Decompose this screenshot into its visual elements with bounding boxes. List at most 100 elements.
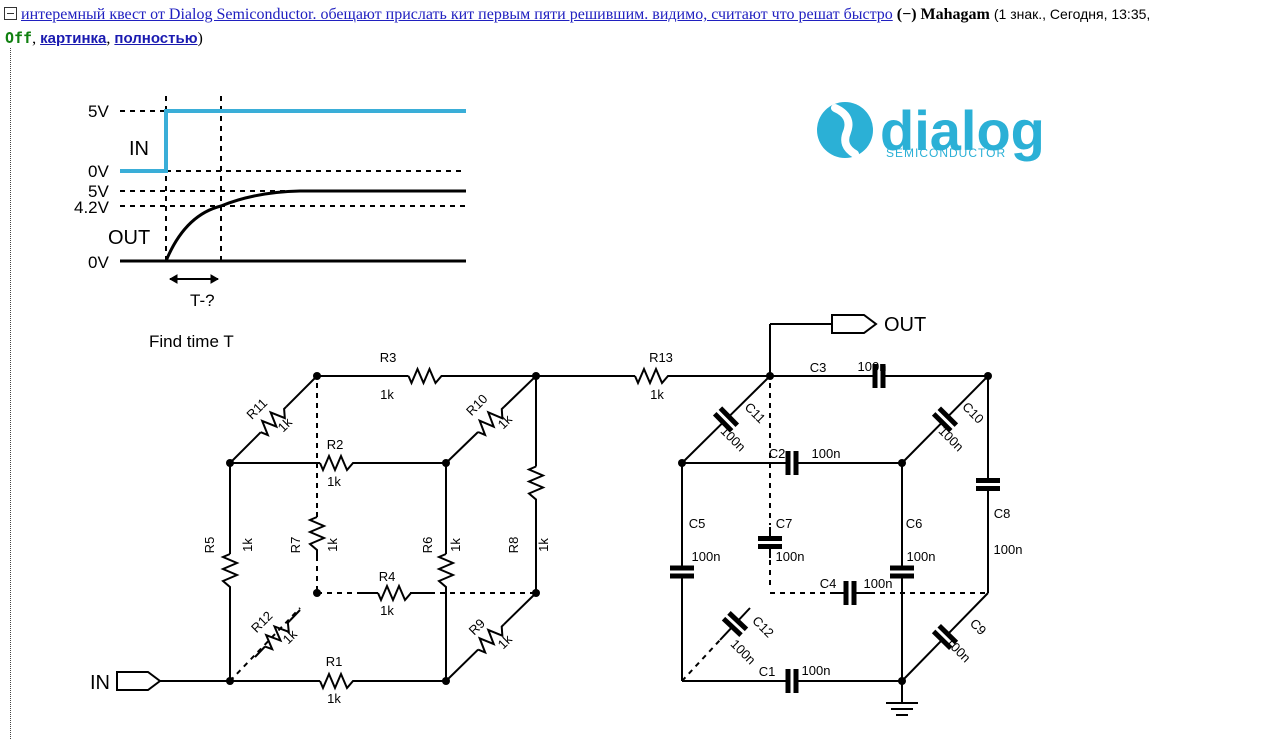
c9-label: C9 bbox=[967, 616, 989, 638]
c8-value: 100n bbox=[994, 542, 1023, 557]
c12-capacitor-plate-a bbox=[721, 616, 743, 637]
dialog-logo: dialog SEMICONDUCTOR bbox=[817, 99, 1045, 162]
timing-labels: 5V IN 0V 5V 4.2V OUT 0V T-? Find time T bbox=[74, 102, 234, 351]
c1-label: C1 bbox=[759, 664, 776, 679]
r13-label: R13 bbox=[649, 350, 673, 365]
junction-dot bbox=[442, 677, 450, 685]
c5-label: C5 bbox=[689, 516, 706, 531]
caption: Find time T bbox=[149, 332, 234, 351]
r7-value: 1k bbox=[325, 538, 340, 552]
post-meta: (1 знак., Сегодня, 13:35, bbox=[993, 6, 1151, 22]
r5-label: R5 bbox=[202, 537, 217, 554]
r1-value: 1k bbox=[327, 691, 341, 706]
c10-capacitor-plate-b bbox=[937, 406, 959, 427]
close-paren: ) bbox=[197, 30, 203, 47]
r2-resistor bbox=[319, 453, 356, 473]
r10-label: R10 bbox=[463, 391, 490, 418]
r2-label: R2 bbox=[327, 437, 344, 452]
r11-resistor bbox=[260, 406, 287, 437]
circuit-figure: dialog SEMICONDUCTOR 5V IN 0V 5V 4.2V OU… bbox=[74, 96, 1045, 716]
in-signal bbox=[120, 109, 466, 173]
junction-dot bbox=[313, 372, 321, 380]
wire bbox=[947, 375, 989, 418]
c12-value: 100n bbox=[728, 636, 759, 667]
picture-link[interactable]: картинка bbox=[40, 30, 107, 47]
in-port-label: IN bbox=[90, 672, 110, 694]
r9-label: R9 bbox=[466, 616, 488, 638]
r4-resistor bbox=[377, 583, 414, 603]
c4-value: 100n bbox=[864, 576, 893, 591]
author-name[interactable]: Mahagam bbox=[920, 6, 990, 23]
c9-capacitor-plate-a bbox=[931, 629, 953, 651]
r10-value: 1k bbox=[495, 411, 516, 432]
r8-value: 1k bbox=[536, 538, 551, 552]
label-out: OUT bbox=[108, 227, 150, 249]
collapse-icon[interactable] bbox=[4, 7, 17, 20]
r13-resistor bbox=[634, 366, 671, 386]
c1-value: 100n bbox=[802, 663, 831, 678]
post-header: интеремный квест от Dialog Semiconductor… bbox=[0, 0, 1280, 48]
c11-value: 100n bbox=[718, 423, 749, 454]
c8-label: C8 bbox=[994, 506, 1011, 521]
wire bbox=[728, 375, 771, 418]
r12-resistor bbox=[264, 619, 291, 651]
c4-label: C4 bbox=[820, 576, 837, 591]
r5-resistor bbox=[220, 553, 240, 590]
r11-label: R11 bbox=[243, 395, 270, 422]
dashed-wire bbox=[681, 639, 721, 682]
r1-resistor bbox=[319, 671, 356, 691]
components bbox=[116, 314, 1000, 716]
label-0v-out: 0V bbox=[88, 253, 109, 272]
off-badge: Off bbox=[5, 29, 33, 47]
junction-dot bbox=[766, 372, 774, 380]
wire bbox=[737, 607, 751, 622]
c2-value: 100n bbox=[812, 446, 841, 461]
t-arrowheads bbox=[168, 274, 220, 284]
r3-label: R3 bbox=[380, 350, 397, 365]
label-0v-in: 0V bbox=[88, 162, 109, 181]
c12-capacitor-plate-b bbox=[727, 611, 749, 632]
full-link[interactable]: полностью bbox=[114, 30, 198, 47]
post-title-link[interactable]: интеремный квест от Dialog Semiconductor… bbox=[21, 6, 893, 23]
c10-capacitor-plate-a bbox=[931, 412, 953, 433]
r8-resistor bbox=[526, 465, 546, 503]
r6-resistor bbox=[436, 553, 456, 590]
c11-capacitor-plate-b bbox=[718, 406, 740, 427]
r1-label: R1 bbox=[326, 654, 343, 669]
junction-dot bbox=[532, 372, 540, 380]
minus-label: (−) bbox=[896, 6, 917, 23]
c10-label: C10 bbox=[959, 399, 986, 426]
junction-dot bbox=[898, 677, 906, 685]
wire bbox=[445, 431, 479, 464]
c3-value: 100n bbox=[858, 359, 887, 374]
junction-dot bbox=[226, 677, 234, 685]
wire bbox=[289, 609, 301, 622]
post-image[interactable]: dialog SEMICONDUCTOR 5V IN 0V 5V 4.2V OU… bbox=[22, 56, 1072, 736]
post-header-line1: интеремный квест от Dialog Semiconductor… bbox=[4, 6, 1150, 24]
r13-value: 1k bbox=[650, 387, 664, 402]
wire bbox=[285, 375, 318, 408]
c6-value: 100n bbox=[907, 549, 936, 564]
timing-diagram bbox=[120, 96, 466, 284]
wire bbox=[719, 626, 733, 641]
out-port-icon bbox=[831, 314, 878, 334]
label-t: T-? bbox=[190, 291, 215, 310]
wire bbox=[901, 639, 943, 682]
junction-dot bbox=[678, 459, 686, 467]
r10-resistor bbox=[477, 406, 505, 437]
r6-value: 1k bbox=[448, 538, 463, 552]
c10-value: 100n bbox=[936, 423, 967, 454]
thread-tree-line bbox=[10, 48, 11, 739]
c5-value: 100n bbox=[692, 549, 721, 564]
c7-label: C7 bbox=[776, 516, 793, 531]
post-header-line2: Off, картинка, полностью) bbox=[5, 29, 203, 48]
wire bbox=[445, 648, 479, 682]
r12-label: R12 bbox=[248, 608, 275, 635]
r2-value: 1k bbox=[327, 474, 341, 489]
c9-capacitor-plate-b bbox=[937, 623, 959, 645]
wire bbox=[947, 592, 989, 635]
r9-resistor bbox=[477, 623, 505, 655]
wire bbox=[503, 592, 537, 626]
r7-label: R7 bbox=[288, 537, 303, 554]
label-5v-out: 5V bbox=[88, 182, 109, 201]
